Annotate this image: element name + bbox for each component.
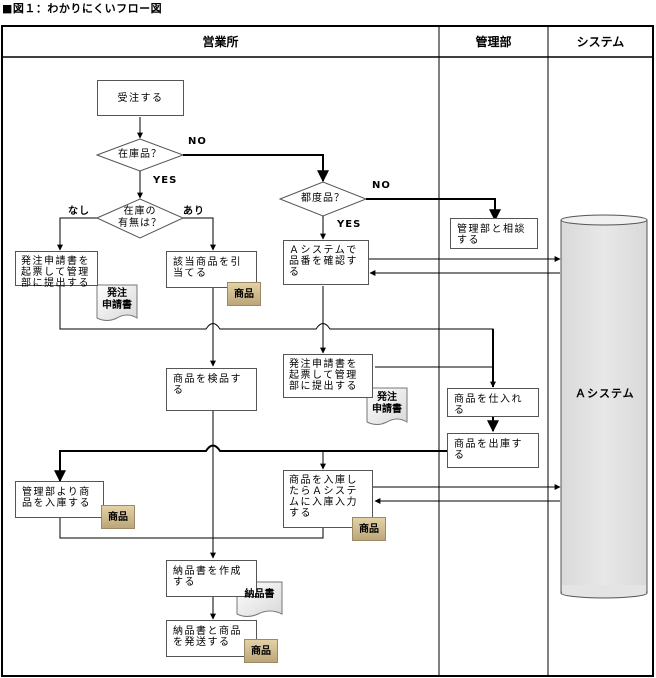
goods-icon-receive-mgmt: 商品 [101,505,135,529]
goods-icon-receive-input: 商品 [352,517,386,541]
decision-stock-exists-label: 在庫の 有無は？ [118,206,162,229]
node-create-delivery-note[interactable]: 納品書を作成 する [166,560,257,597]
node-purchase-goods[interactable]: 商品を仕入れ る [447,388,539,417]
node-consult-management[interactable]: 管理部と相談 する [450,218,538,249]
request-doc-label-mid: 発注 申請書 [372,392,402,415]
node-receive-from-management[interactable]: 管理部より商 品を入庫する [15,481,104,518]
connectors [54,117,561,620]
edge-label-in-stock-no: NO [188,136,207,147]
lane-header-management: 管理部 [475,35,512,49]
node-issue-request-left[interactable]: 発注申請書を 起票して管理 部に提出する [15,251,98,289]
request-doc-icon-left [96,284,138,321]
decision-per-order-label: 都度品？ [301,193,345,204]
figure-title: ■図１：わかりにくいフロー図 [2,2,163,15]
node-allocate-goods[interactable]: 該当商品を引 当てる [166,251,257,288]
node-receive-and-input[interactable]: 商品を入庫し たらＡシステ ムに入庫入力 する [283,470,373,528]
edge-label-stock-some: あり [183,206,205,217]
edge-label-stock-none: なし [68,206,90,217]
request-doc-label-left: 発注 申請書 [102,288,132,311]
edge-label-per-order-yes: YES [337,219,362,230]
lane-header-sales-office: 営業所 [202,35,239,49]
node-ship-goods[interactable]: 商品を出庫す る [447,433,539,468]
delivery-note-label: 納品書 [244,589,275,600]
edge-label-in-stock-yes: YES [153,175,178,186]
node-inspect-goods[interactable]: 商品を検品す る [166,368,257,411]
goods-icon-send: 商品 [244,639,278,663]
node-issue-request-mid[interactable]: 発注申請書を 起票して管理 部に提出する [283,354,373,398]
database-cylinder-icon [560,214,648,599]
node-send-note-and-goods[interactable]: 納品書と商品 を発送する [166,620,257,657]
node-check-part-number[interactable]: Ａシステムで 品番を確認す る [283,240,369,285]
edge-label-per-order-no: NO [372,180,391,191]
node-receive-order[interactable]: 受注する [97,80,184,116]
decision-in-stock-label: 在庫品？ [118,149,162,160]
request-doc-icon-mid [366,387,408,425]
goods-icon-allocate: 商品 [227,282,261,306]
lane-header-system: システム [576,35,625,49]
swimlane-frame [1,25,654,677]
system-a-label: Ａシステム [575,387,635,400]
